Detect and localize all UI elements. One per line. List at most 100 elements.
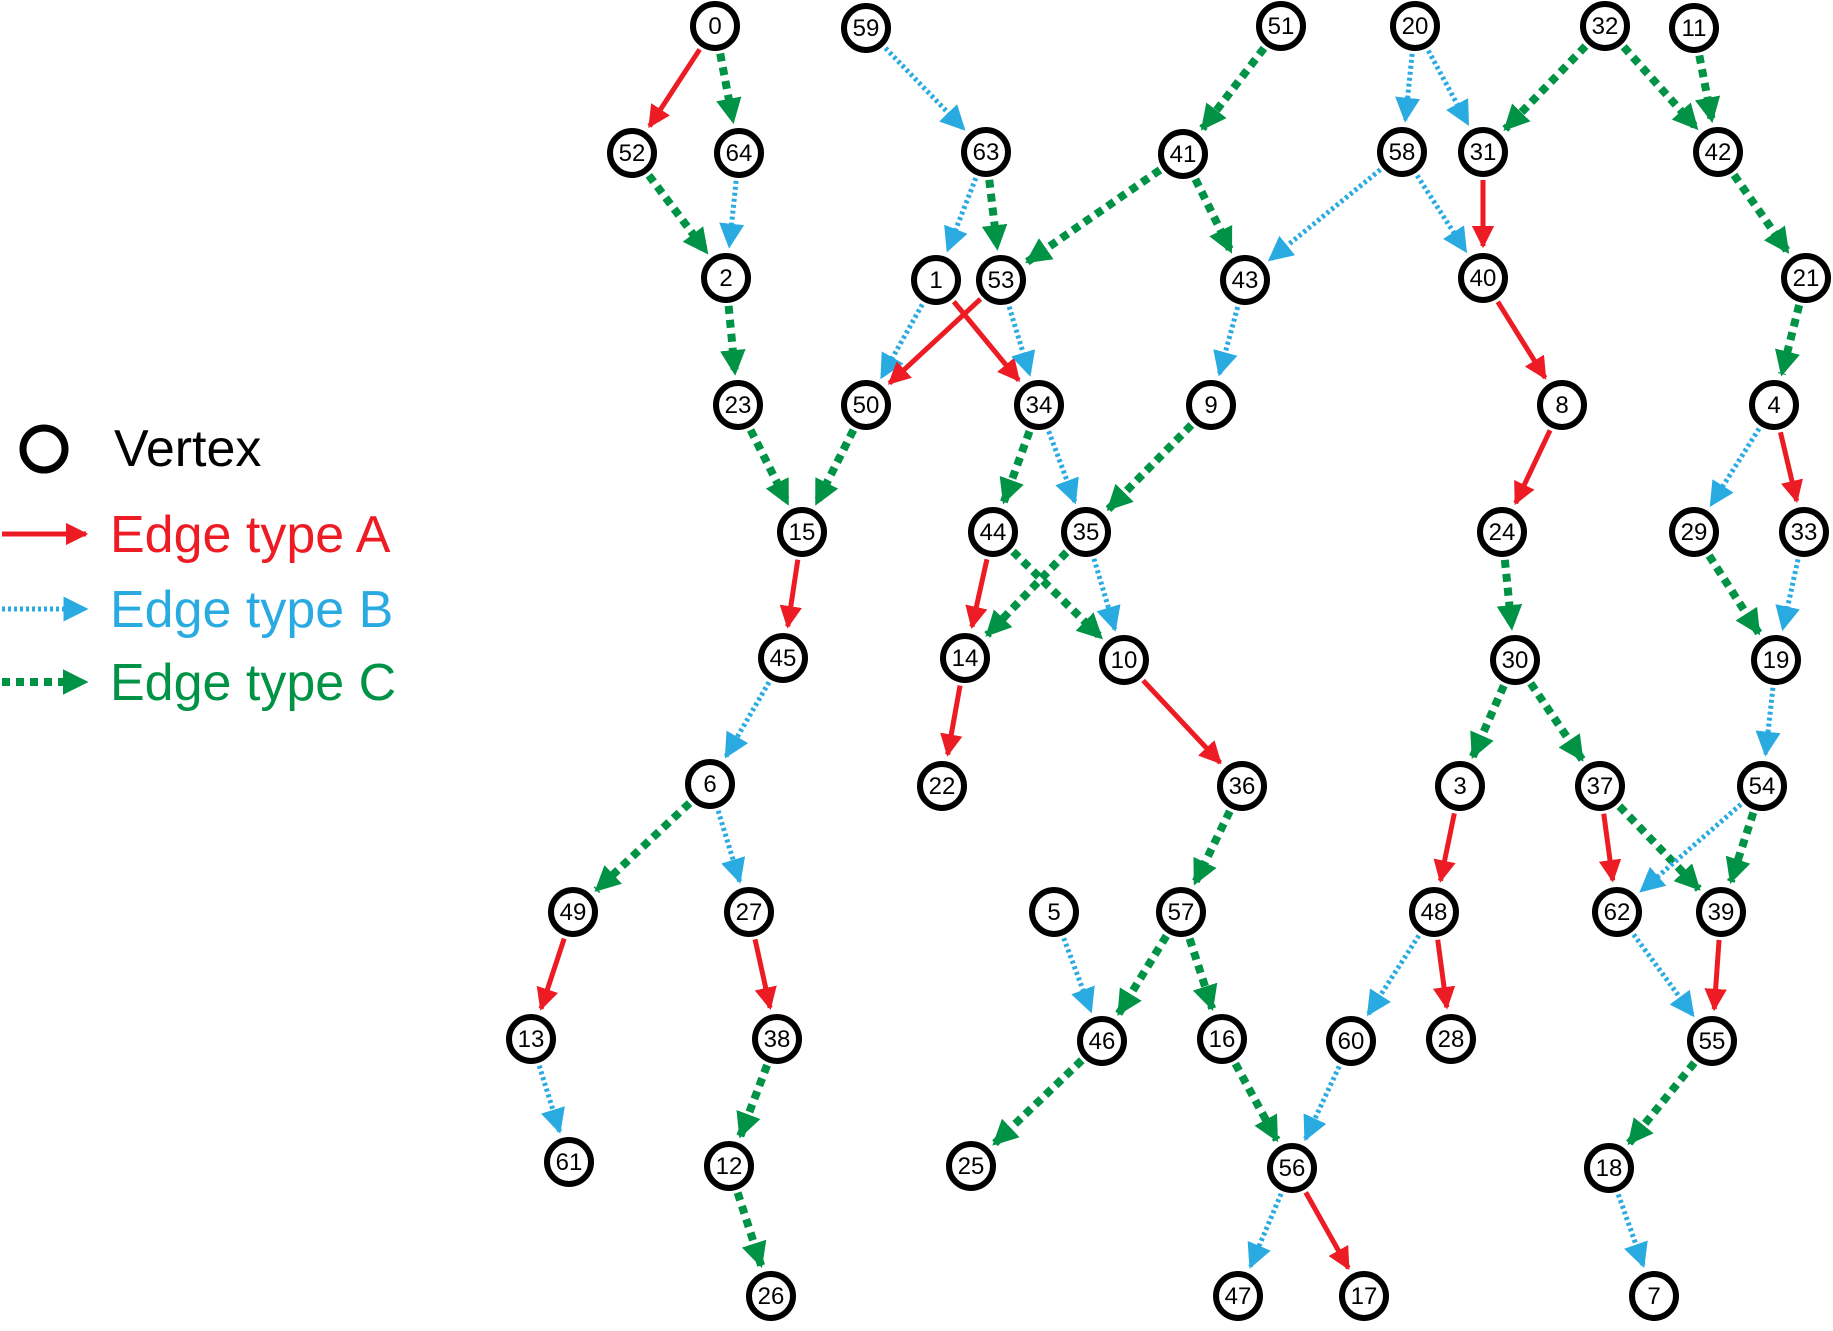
vertex-54: 54 — [1737, 761, 1787, 811]
vertex-10: 10 — [1099, 635, 1149, 685]
edge-2-23-type-c — [720, 305, 746, 376]
vertex-46: 46 — [1077, 1016, 1127, 1066]
vertex-circle — [1779, 507, 1829, 557]
vertex-30: 30 — [1490, 635, 1540, 685]
vertex-circle — [1435, 761, 1485, 811]
vertex-label: 41 — [1170, 141, 1197, 168]
vertex-circle — [1156, 887, 1206, 937]
vertex-label: 0 — [708, 13, 721, 40]
vertex-circle — [1099, 635, 1149, 685]
vertex-circle — [940, 633, 990, 683]
edge-45-6-type-b — [723, 680, 772, 759]
vertex-circle — [752, 1014, 802, 1064]
vertex-circle — [1197, 1014, 1247, 1064]
vertex-circle — [1751, 635, 1801, 685]
edge-42-21-type-c — [1730, 172, 1791, 255]
vertex-circle — [1537, 380, 1587, 430]
vertex-circle — [917, 761, 967, 811]
edges-layer — [536, 43, 1804, 1271]
vertex-label: 42 — [1705, 139, 1732, 166]
edge-14-22-type-a — [940, 685, 963, 757]
vertex-label: 3 — [1453, 773, 1466, 800]
vertex-circle — [1490, 635, 1540, 685]
vertex-circle — [1458, 127, 1508, 177]
vertex-43: 43 — [1220, 255, 1270, 305]
edge-4-29-type-b — [1708, 427, 1762, 508]
vertex-12: 12 — [704, 1141, 754, 1191]
vertex-label: 35 — [1073, 519, 1100, 546]
vertex-circle — [1213, 1271, 1263, 1321]
vertex-31: 31 — [1458, 127, 1508, 177]
vertex-circle — [548, 887, 598, 937]
edge-40-8-type-a — [1495, 300, 1548, 380]
vertex-circle — [1014, 380, 1064, 430]
edge-4-33-type-a — [1778, 431, 1803, 504]
vertex-20: 20 — [1390, 1, 1440, 51]
vertex-circle — [1592, 887, 1642, 937]
vertex-52: 52 — [607, 128, 657, 178]
vertex-21: 21 — [1781, 253, 1831, 303]
vertex-label: 1 — [929, 267, 942, 294]
vertex-circle — [1737, 761, 1787, 811]
vertex-53: 53 — [976, 255, 1026, 305]
edge-3-48-type-a — [1433, 812, 1457, 883]
vertex-35: 35 — [1061, 507, 1111, 557]
vertex-label: 57 — [1168, 899, 1195, 926]
vertex-label: 6 — [703, 771, 716, 798]
vertex-circle — [961, 127, 1011, 177]
vertex-label: 25 — [958, 1153, 985, 1180]
vertex-49: 49 — [548, 887, 598, 937]
vertex-29: 29 — [1669, 507, 1719, 557]
vertex-circle — [1158, 129, 1208, 179]
vertex-48: 48 — [1409, 887, 1459, 937]
vertex-label: 8 — [1555, 392, 1568, 419]
vertex-label: 18 — [1596, 1155, 1623, 1182]
vertex-16: 16 — [1197, 1014, 1247, 1064]
vertex-label: 11 — [1682, 15, 1707, 42]
vertex-label: 7 — [1647, 1283, 1660, 1310]
vertex-55: 55 — [1687, 1016, 1737, 1066]
edge-10-36-type-a — [1141, 678, 1222, 765]
edge-24-30-type-c — [1496, 559, 1523, 631]
vertex-56: 56 — [1267, 1143, 1317, 1193]
vertex-5: 5 — [1029, 887, 1079, 937]
vertex-circle — [1339, 1271, 1389, 1321]
vertex-circle — [1029, 887, 1079, 937]
legend-vertex: Vertex — [19, 420, 261, 478]
vertex-64: 64 — [714, 128, 764, 178]
edge-49-13-type-a — [536, 937, 567, 1011]
vertex-circle — [1669, 3, 1719, 53]
vertex-circle — [1458, 253, 1508, 303]
edge-6-49-type-c — [593, 800, 693, 894]
vertex-circle — [911, 255, 961, 305]
vertex-circle — [1077, 1016, 1127, 1066]
edge-16-56-type-c — [1231, 1061, 1281, 1143]
edge-53-50-type-a — [887, 297, 983, 386]
edge-20-58-type-b — [1395, 53, 1421, 123]
edge-0-52-type-a — [647, 48, 702, 129]
legend-edge-type-b: Edge type B — [2, 581, 393, 639]
vertex-label: 24 — [1489, 519, 1516, 546]
edge-5-46-type-b — [1061, 937, 1095, 1014]
edge-19-54-type-b — [1755, 687, 1781, 757]
vertex-circle — [1669, 507, 1719, 557]
vertex-circle — [714, 128, 764, 178]
edge-18-7-type-b — [1615, 1193, 1648, 1269]
vertex-50: 50 — [841, 380, 891, 430]
vertex-32: 32 — [1580, 1, 1630, 51]
legend-edge-a-label: Edge type A — [110, 506, 391, 564]
vertex-2: 2 — [701, 253, 751, 303]
edge-15-45-type-a — [779, 559, 802, 629]
vertex-label: 44 — [980, 519, 1007, 546]
legend-vertex-symbol — [19, 424, 69, 474]
legend-edge-type-a: Edge type A — [2, 506, 391, 564]
edge-9-35-type-c — [1105, 422, 1195, 512]
vertex-circle — [1061, 507, 1111, 557]
edge-54-39-type-c — [1725, 811, 1758, 885]
vertex-label: 16 — [1209, 1026, 1236, 1053]
vertex-circle — [1377, 127, 1427, 177]
vertex-label: 12 — [716, 1153, 743, 1180]
edge-23-15-type-c — [747, 428, 792, 506]
vertex-label: 10 — [1111, 647, 1138, 674]
edge-63-1-type-b — [944, 177, 979, 253]
